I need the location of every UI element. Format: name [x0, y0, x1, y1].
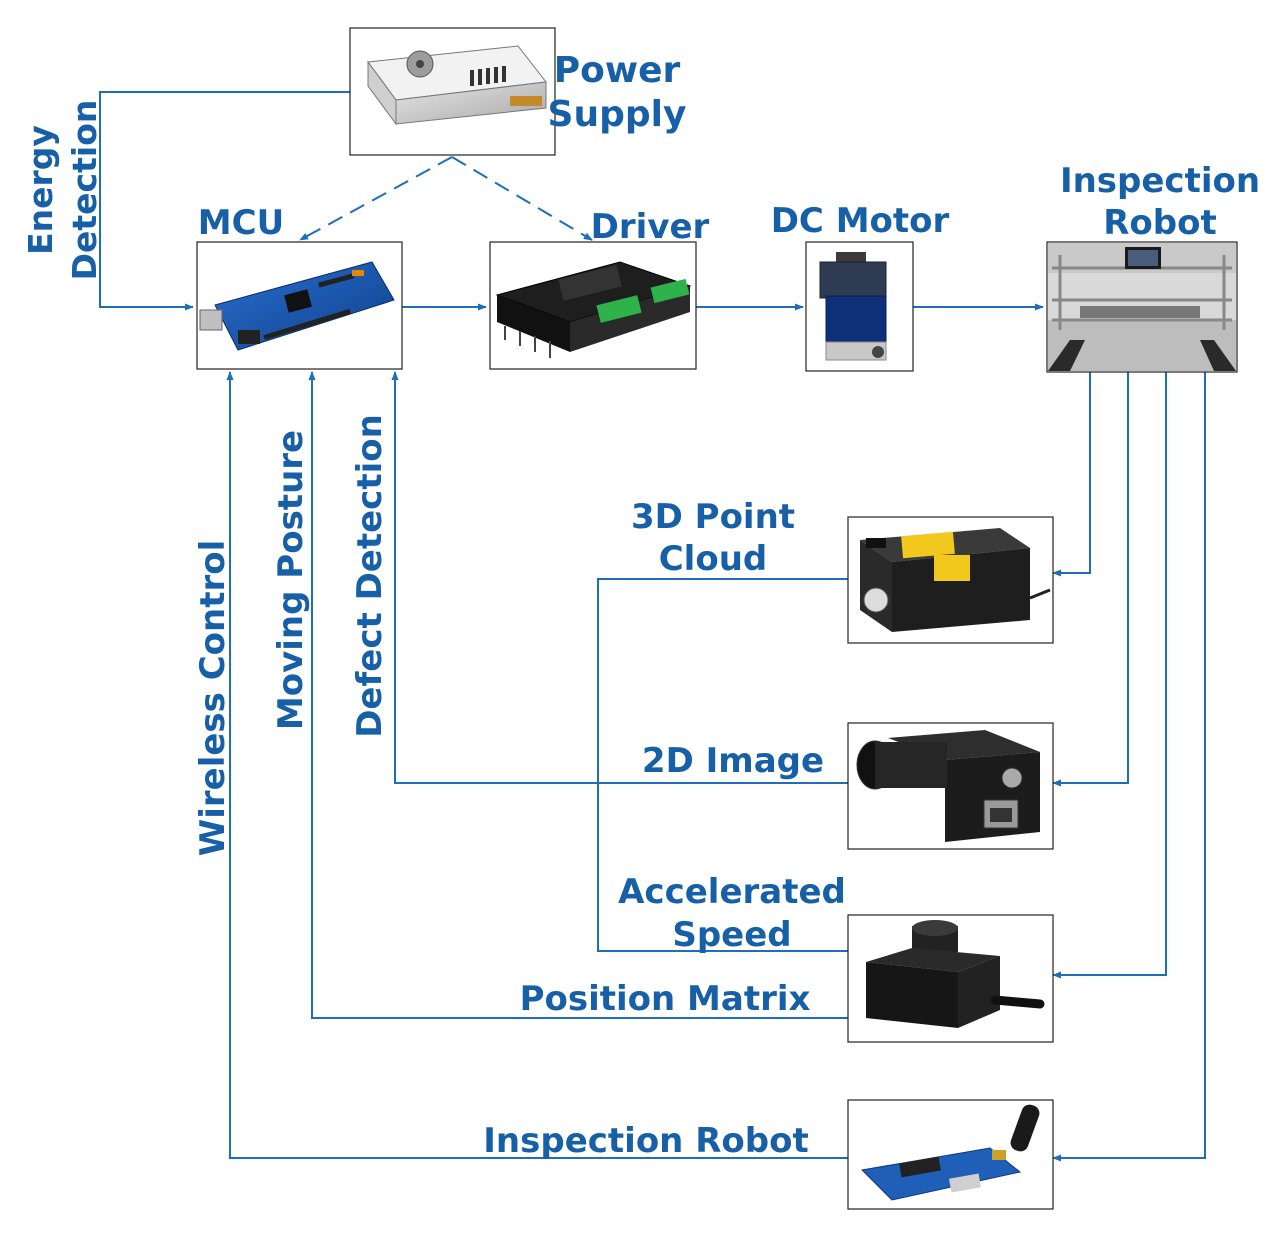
point-cloud-sensor-node: 3D Point Cloud — [631, 497, 1054, 644]
driver-label: Driver — [591, 207, 710, 247]
power-supply-label: Power — [554, 50, 681, 91]
motor-driver-image — [495, 261, 692, 358]
dc-motor-node: DC Motor — [771, 201, 950, 372]
laser-scanner-image — [860, 528, 1051, 632]
moving-posture-line — [308, 371, 848, 1019]
power-to-driver-dashed — [451, 156, 593, 241]
energy-detection-label: Energy — [21, 125, 60, 255]
driver-node: Driver — [489, 207, 710, 370]
accelerometer-node: Accelerated Speed Position Matrix — [520, 872, 1054, 1043]
power-supply-node: Power Supply — [349, 27, 687, 156]
industrial-camera-image — [856, 730, 1040, 842]
defect-detection-line — [391, 371, 848, 784]
robot-to-point-cloud-line — [1052, 372, 1091, 577]
image-2d-label: 2D Image — [642, 741, 824, 781]
moving-posture-label: Moving Posture — [271, 430, 311, 730]
dc-motor-image — [819, 252, 887, 361]
robot-node: Inspection Robot — [1046, 161, 1260, 373]
robot-to-wireless-line — [1052, 372, 1206, 1162]
power-supply-image — [367, 45, 547, 126]
dc-motor-label: DC Motor — [771, 201, 950, 241]
wireless-node: Inspection Robot — [483, 1099, 1054, 1210]
wireless-control-label: Wireless Control — [193, 540, 233, 857]
robot-to-camera-line — [1052, 372, 1129, 787]
robot-label: Inspection — [1060, 161, 1260, 201]
point-cloud-accel-line — [597, 578, 848, 952]
power-to-mcu-dashed — [299, 156, 453, 241]
energy-detection-line — [99, 91, 350, 311]
wireless-robot-label: Inspection Robot — [483, 1121, 808, 1161]
mcu-node: MCU — [196, 203, 403, 370]
accel-label-line2: Speed — [672, 915, 791, 955]
point-cloud-label: 3D Point — [631, 497, 795, 537]
wireless-module-image — [860, 1104, 1040, 1201]
position-matrix-label: Position Matrix — [520, 979, 811, 1019]
point-cloud-label-line2: Cloud — [659, 539, 768, 579]
wireless-control-line — [226, 371, 848, 1159]
mcu-label: MCU — [198, 203, 284, 243]
accelerometer-image — [866, 920, 1045, 1028]
robot-to-accel-line — [1052, 372, 1167, 979]
robot-label-line2: Robot — [1103, 203, 1217, 243]
defect-detection-label: Defect Detection — [350, 414, 390, 738]
power-supply-label-line2: Supply — [548, 94, 687, 135]
energy-detection-label-line2: Detection — [65, 100, 104, 281]
arduino-board-image — [199, 261, 395, 351]
robot-frame-image — [1048, 243, 1236, 371]
accel-label: Accelerated — [618, 872, 846, 912]
camera-node: 2D Image — [642, 722, 1054, 850]
